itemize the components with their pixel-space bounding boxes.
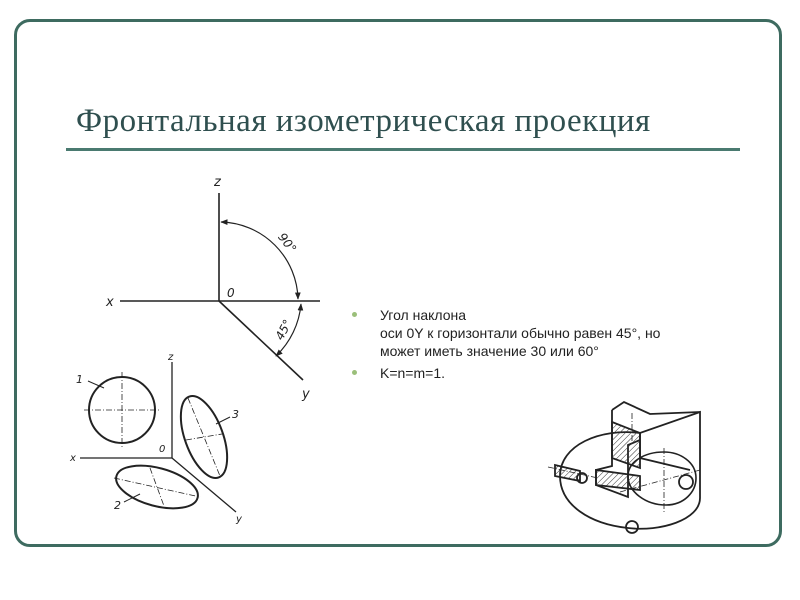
bullet-dot	[352, 312, 357, 317]
bullet-line: Угол наклона	[380, 307, 467, 323]
origin-label: 0	[227, 286, 235, 300]
bullet-line: оси 0Y к горизонтали обычно равен 45°, н…	[380, 325, 661, 341]
z-axis-label: z	[213, 175, 222, 190]
angle-arc-45	[275, 303, 304, 357]
leader-1	[87, 380, 105, 389]
bottom-ellipse	[115, 464, 199, 510]
small-x-label: x	[69, 453, 76, 464]
bullet-line: K=n=m=1.	[380, 365, 445, 381]
small-z-label: z	[167, 352, 174, 363]
circles-diagram	[80, 362, 237, 513]
callout-3: 3	[232, 408, 239, 421]
leader-2	[123, 493, 141, 503]
angle-label-90: 90°	[275, 230, 299, 255]
bullet-dot	[352, 370, 357, 375]
bullet-list: Угол наклона оси 0Y к горизонтали обычно…	[352, 306, 752, 386]
bullet-line: может иметь значение 30 или 60°	[380, 343, 599, 359]
y-axis	[218, 300, 304, 381]
angle-label-45: 45°	[273, 317, 295, 342]
slide-title: Фронтальная изометрическая проекция	[76, 103, 651, 139]
bullet-item: Угол наклона оси 0Y к горизонтали обычно…	[352, 306, 752, 360]
callout-1: 1	[76, 373, 83, 386]
leader-3	[215, 416, 231, 425]
part-drawing	[547, 400, 701, 534]
title-underline	[66, 148, 740, 151]
bullet-item: K=n=m=1.	[352, 364, 752, 382]
y-axis-label: y	[301, 387, 310, 402]
small-y-label: y	[235, 514, 243, 525]
small-origin-label: 0	[159, 444, 165, 455]
side-ellipse	[179, 395, 229, 479]
angle-arc-90	[220, 219, 301, 300]
callout-2: 2	[114, 499, 121, 512]
axes-diagram	[120, 193, 320, 381]
small-y-axis	[171, 457, 237, 513]
x-axis-label: x	[105, 295, 114, 310]
